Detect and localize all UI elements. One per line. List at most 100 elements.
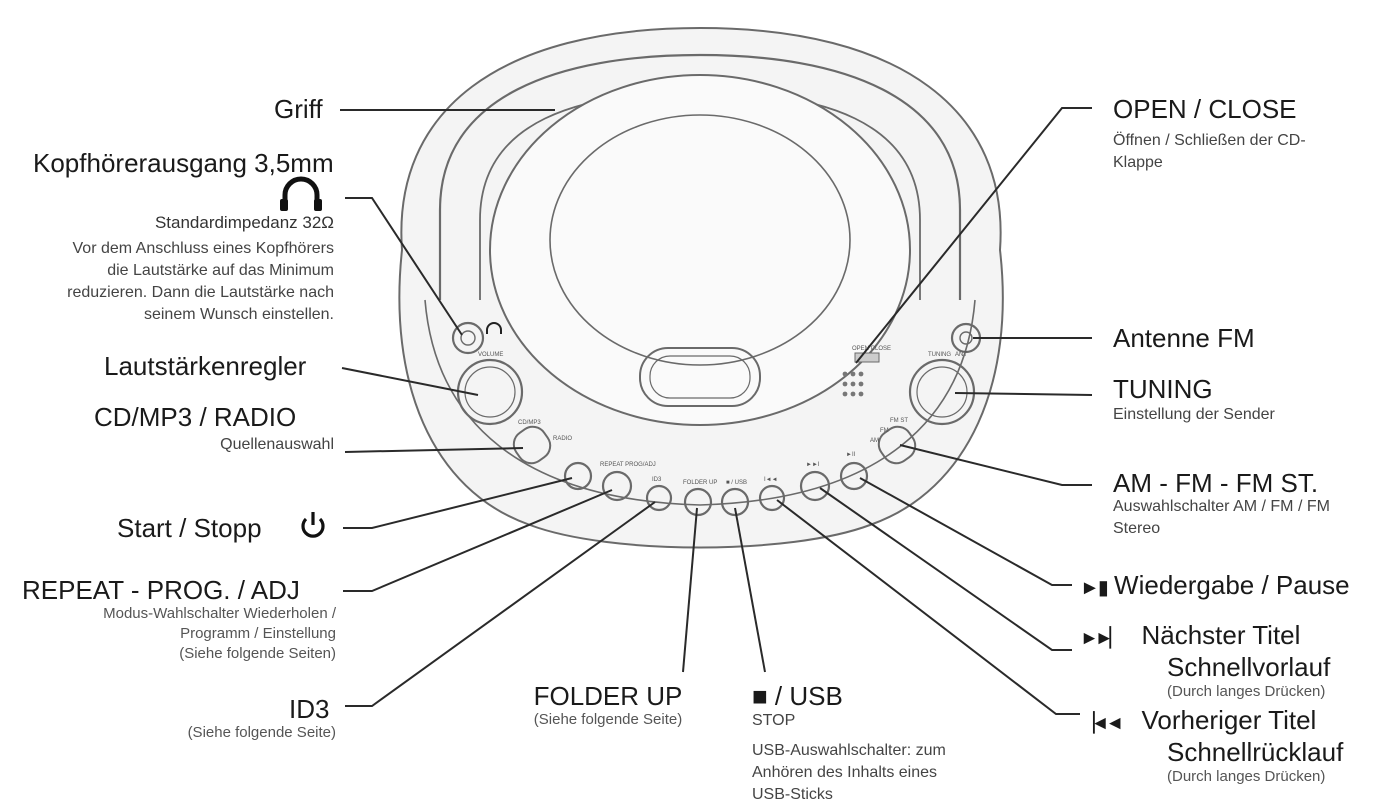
leader-power [343,477,573,529]
label-tuning-desc: Einstellung der Sender [1113,406,1275,423]
device-mark-fmst: FM ST [890,418,908,424]
label-repeat: REPEAT - PROG. / ADJ [22,575,300,605]
play-pause-button [839,461,869,491]
leader-lines [340,107,1093,715]
headphone-description-line: reduzieren. Dann die Lautstärke nach [67,284,334,301]
leader-band [899,444,1092,486]
headphone-description-line: die Lautstärke auf das Minimum [107,262,334,279]
label-prev-note: (Durch langes Drücken) [1167,768,1326,785]
label-prev-text: Vorheriger Titel [1141,705,1317,735]
device-mark-prev: I◄◄ [764,477,778,483]
headphone-description-line: seinem Wunsch einstellen. [143,306,334,323]
label-prev-sub: Schnellrücklauf [1167,737,1344,767]
prev-track-icon: ▕◄◄ [1080,713,1124,734]
label-prev: ▕◄◄ Vorheriger Titel [1080,705,1316,739]
label-headphone-output: Kopfhörerausgang 3,5mm [33,148,334,178]
label-griff: Griff [274,94,323,124]
next-track-icon: ►►▏ [1080,628,1124,649]
usb-description-line: USB-Auswahlschalter: zum [752,742,946,759]
label-open-close: OPEN / CLOSE [1113,94,1297,124]
label-id3-desc: (Siehe folgende Seite) [187,724,336,741]
band-description-line: Stereo [1113,520,1161,537]
label-source-desc: Quellenauswahl [220,436,334,453]
device-mark-am: AM [870,438,879,444]
repeat-description-line: Modus-Wahlschalter Wiederholen / [103,605,336,622]
open-close-description-line: Klappe [1113,154,1163,171]
label-usb: ■ / USB [752,681,843,711]
leader-prev [776,499,1080,715]
label-next-note: (Durch langes Drücken) [1167,683,1326,700]
label-next: ►►▏ Nächster Titel [1080,620,1300,654]
leader-source [344,447,524,453]
next-button [799,470,831,502]
device-mark-open: OPEN CLOSE [852,346,891,352]
label-source: CD/MP3 / RADIO [94,402,297,432]
leader-usb [734,507,766,673]
device-inner-body [424,299,976,506]
device-mark-repeat: REPEAT PROG/ADJ [600,462,656,468]
device-mark-tuning: TUNING [928,352,951,358]
device-mark-folder: FOLDER UP [683,480,717,486]
label-volume: Lautstärkenregler [104,351,307,381]
leader-folder [682,507,698,673]
headphone-description: Vor dem Anschluss eines Kopfhörers die L… [0,238,334,326]
power-button [563,461,593,491]
device-mark-volume: VOLUME [478,352,503,358]
leader-play [859,477,1072,586]
headphones-icon [280,176,322,211]
device-headphone-mark [486,322,502,334]
play-pause-icon: ►▮ [1080,577,1109,599]
headphone-jack [451,321,485,355]
leader-repeat [343,489,613,592]
label-band: AM - FM - FM ST. [1113,468,1319,498]
label-id3: ID3 [289,694,330,724]
device-mark-ant: ANT [955,352,967,358]
prev-button [758,484,786,512]
repeat-button [601,470,633,502]
device-drawing [398,26,1004,549]
open-close-marker [854,352,880,363]
cd-lid-outer [489,74,911,426]
device-mark-cd: CD/MP3 [518,420,541,426]
usb-stop-button [720,487,750,517]
label-usb-stop: STOP [752,712,796,729]
display-window [639,347,761,407]
device-mark-radio: RADIO [553,436,572,442]
band-description: Auswahlschalter AM / FM / FM Stereo [1113,496,1383,540]
tuning-knob [908,358,976,426]
label-folder-up-desc: (Siehe folgende Seite) [533,711,683,728]
device-mark-fm: FM [880,428,889,434]
label-next-sub: Schnellvorlauf [1167,652,1331,682]
source-switch [512,425,552,465]
open-close-description-line: Öffnen / Schließen der CD- [1113,132,1306,149]
repeat-description-line: Programm / Einstellung [180,625,336,642]
device-mark-play: ►II [846,452,856,458]
headphone-description-line: Vor dem Anschluss eines Kopfhörers [72,240,334,257]
usb-description-line: USB-Sticks [752,786,833,803]
label-play-pause-text: Wiedergabe / Pause [1114,570,1350,600]
leader-headphone [345,197,463,336]
id3-button [645,484,673,512]
repeat-description: Modus-Wahlschalter Wiederholen / Program… [0,604,336,664]
band-switch [877,425,917,465]
cd-lid-inner [549,114,851,366]
label-tuning: TUNING [1113,374,1213,404]
open-close-description: Öffnen / Schließen der CD- Klappe [1113,130,1373,174]
label-play-pause: ►▮ Wiedergabe / Pause [1080,570,1350,603]
label-antenna: Antenne FM [1113,323,1255,353]
device-mark-id3: ID3 [652,477,662,483]
leader-id3 [345,501,656,707]
folder-up-button [683,487,713,517]
speaker-grille [842,371,864,397]
device-mark-usb: ■ / USB [726,480,747,486]
leader-volume [341,367,479,396]
repeat-description-line: (Siehe folgende Seiten) [179,645,336,662]
device-mark-next: ►►I [806,462,820,468]
leader-open [855,107,1092,364]
power-icon [301,512,325,538]
leader-tuning [954,392,1093,396]
label-next-text: Nächster Titel [1141,620,1301,650]
band-description-line: Auswahlschalter AM / FM / FM [1113,498,1330,515]
label-power: Start / Stopp [117,513,262,543]
